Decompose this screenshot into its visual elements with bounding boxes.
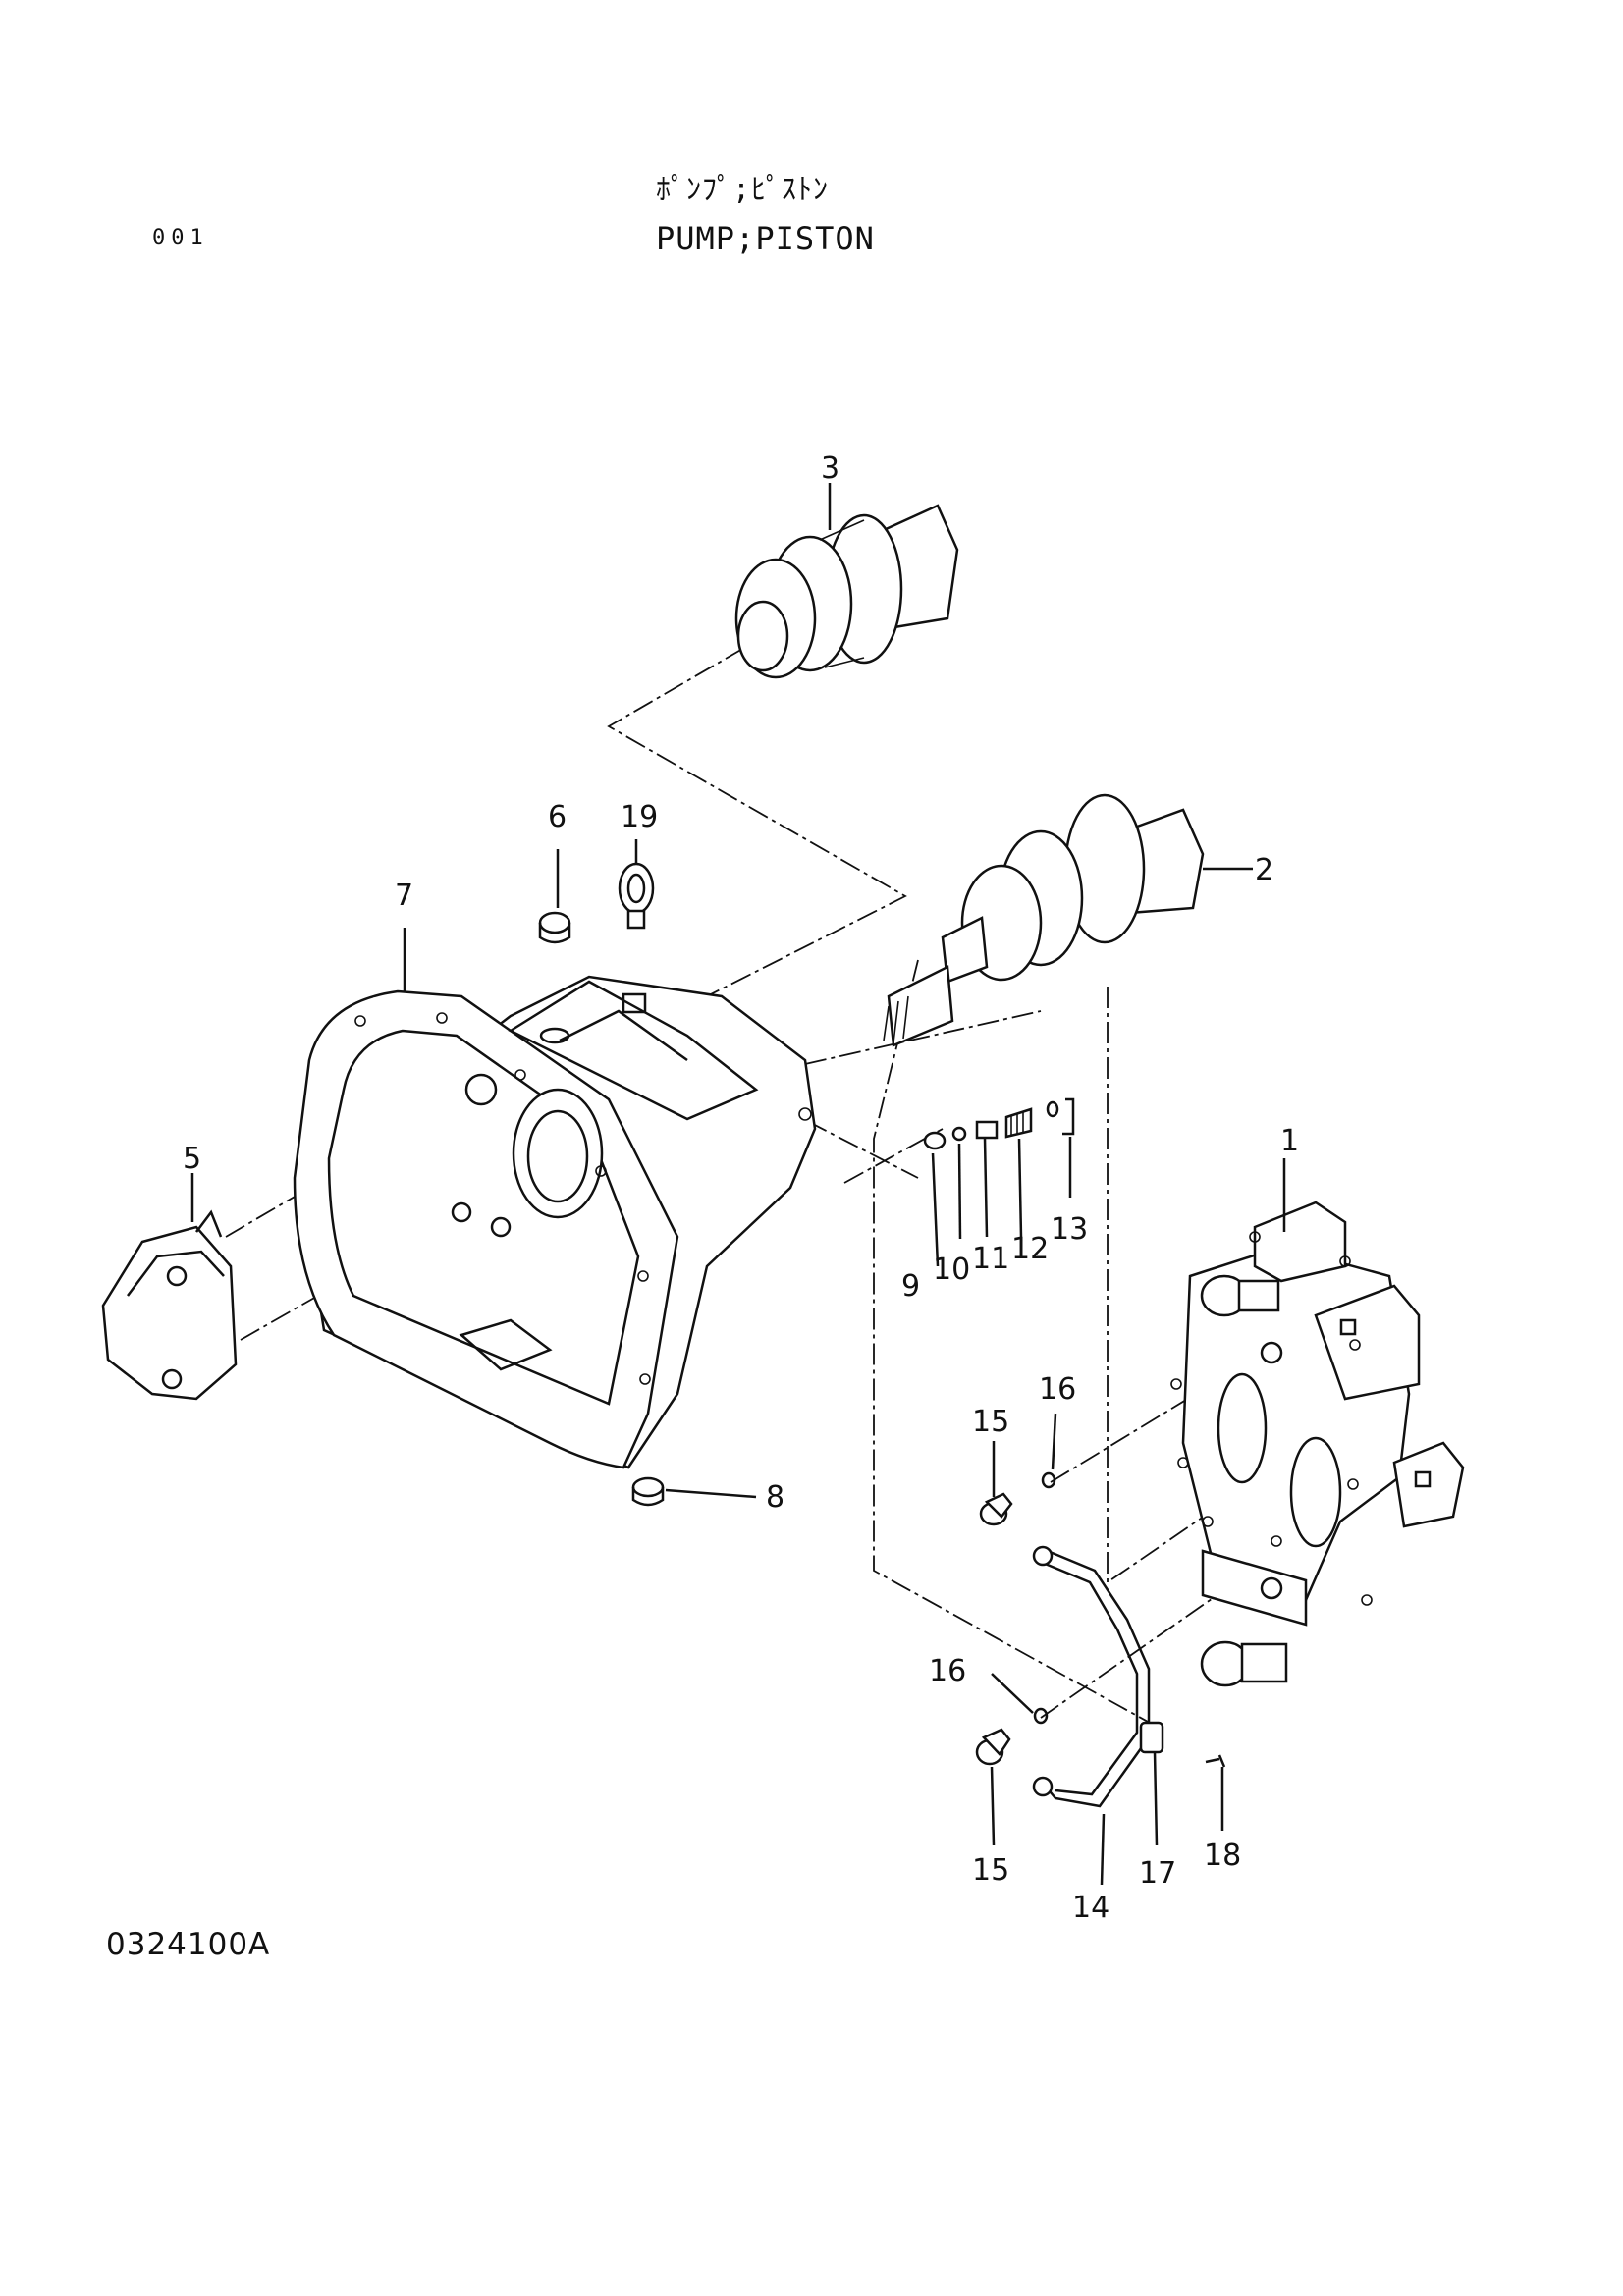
- part-6-pump-housing: [293, 975, 817, 1469]
- part-3-gear-shaft: [734, 504, 959, 679]
- callout-part-8: 8: [766, 1480, 784, 1515]
- callout-part-10: 10: [933, 1253, 970, 1287]
- callout-part-13: 13: [1051, 1212, 1088, 1247]
- part-7-plug: [538, 911, 571, 944]
- callout-part-2: 2: [1255, 853, 1273, 887]
- assembly-guide-lines: [225, 647, 1277, 1729]
- part-1-regulator-assembly: [1170, 1201, 1465, 1687]
- callout-part-14: 14: [1072, 1891, 1109, 1925]
- leader-lines: [190, 483, 1286, 1886]
- title-english: PUMP;PISTON: [656, 220, 875, 257]
- drawing-code: 0324100A: [106, 1927, 271, 1962]
- callout-part-15-upper: 15: [972, 1405, 1009, 1439]
- part-8-drain-plug: [631, 1476, 665, 1507]
- part-5-small-pump: [101, 1209, 238, 1401]
- callout-part-9: 9: [901, 1269, 920, 1304]
- part-2-gear-shaft: [883, 793, 1205, 1047]
- callout-part-18: 18: [1204, 1839, 1241, 1873]
- piping-assembly: [975, 1471, 1226, 1808]
- part-19-eye-bolt: [618, 862, 655, 930]
- callout-part-3: 3: [821, 452, 839, 486]
- callout-part-5: 5: [183, 1142, 201, 1176]
- callout-part-16-lower: 16: [929, 1654, 966, 1688]
- title-japanese: ﾎﾟﾝﾌﾟ;ﾋﾟｽﾄﾝ: [656, 173, 830, 207]
- callout-labels: 3 2 6 19 7 5 8 9 10 11 12 13 1 16 15 16 …: [183, 452, 1299, 1925]
- callout-part-12: 12: [1011, 1232, 1049, 1266]
- callout-part-6: 7: [395, 879, 413, 913]
- callout-part-7: 6: [548, 800, 567, 834]
- page-number: 001: [152, 226, 209, 250]
- callout-part-15-lower: 15: [972, 1853, 1009, 1888]
- callout-part-17: 17: [1139, 1856, 1176, 1891]
- callout-part-19: 19: [621, 800, 658, 834]
- callout-part-16-upper: 16: [1039, 1372, 1076, 1407]
- callout-part-1: 1: [1280, 1124, 1299, 1158]
- callout-part-11: 11: [972, 1242, 1009, 1276]
- parts-9-13-fittings: [923, 1097, 1075, 1150]
